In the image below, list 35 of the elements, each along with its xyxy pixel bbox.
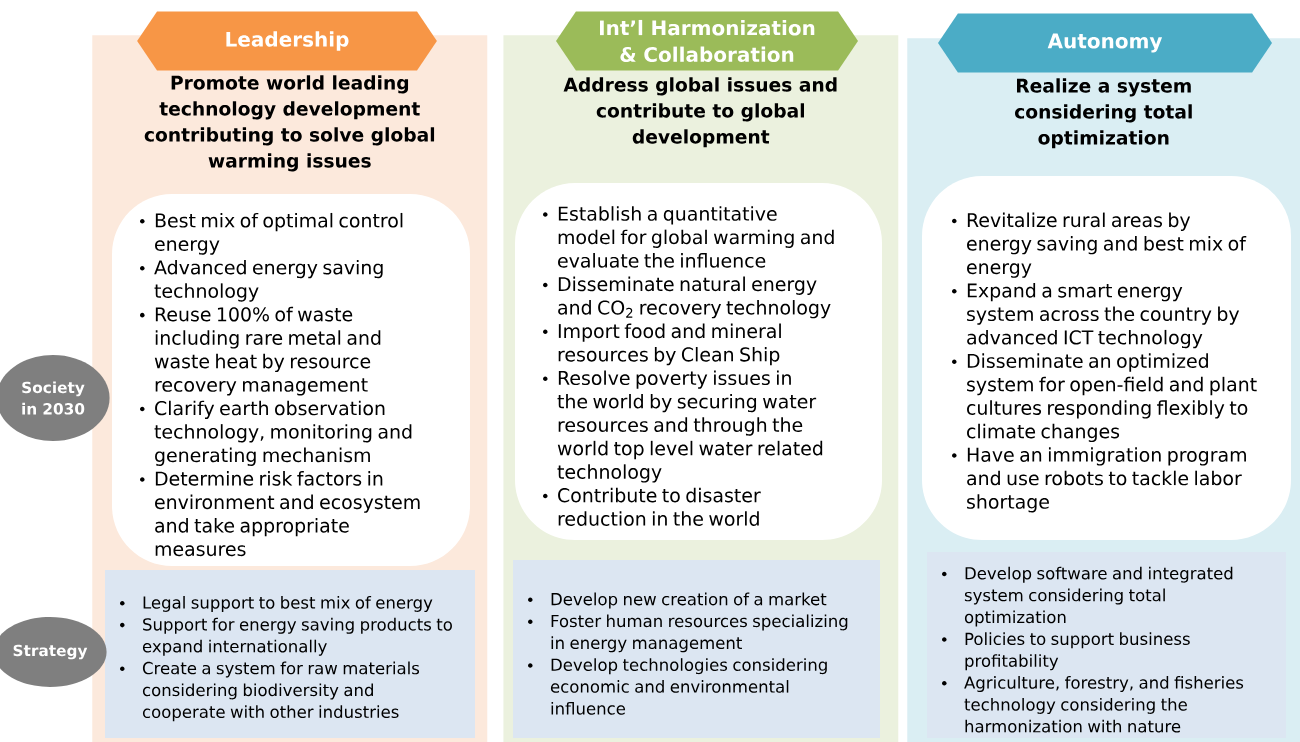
bullet-item: Support for energy saving products to expand internationally [120, 617, 452, 656]
rounded-box [922, 176, 1291, 540]
bullet-item: Best mix of optimal control energy [140, 212, 403, 255]
bullet-item: Clarify earth observation technology, monitoring and generating mechanism [140, 400, 412, 466]
hexagon-banner: Leadership [137, 11, 437, 71]
heading: Address global issues and contribute to global development [563, 77, 837, 148]
bullet-item: Advanced energy saving technology [140, 259, 383, 302]
bullet-item: Expand a smart energy system across the country by advanced ICT technology [952, 282, 1240, 349]
bullet-item: Develop software and integrated system considering total optimization [942, 566, 1233, 627]
bullet-item: Have an immigration program and use robots to tackle labor shortage [952, 447, 1246, 513]
bullet-item: Agriculture, forestry, and fisheries technology considering the harmonization with nature [942, 676, 1244, 733]
bullet-item: Revitalize rural areas by energy saving and best mix of energy [952, 212, 1247, 278]
bullet-item: Reuse 100% of waste including rare metal and waste heat by resource recovery management [140, 306, 381, 396]
bullet-item: Contribute to disaster reduction in the world [543, 487, 761, 526]
hexagon-banner: Int’l Harmonization & Collaboration [556, 11, 858, 71]
bullet-item: Determine risk factors in environment and ecosystem and take appropriate measures [140, 471, 420, 557]
bullet-item: Establish a quantitative model for global warming and evaluate the influence [543, 206, 834, 268]
hexagon-banner: Autonomy [938, 13, 1272, 73]
rounded-box [112, 194, 470, 566]
bullet-item: Legal support to best mix of energy [120, 595, 433, 612]
bullet-item: Policies to support business profitability [942, 632, 1190, 671]
rounded-box [515, 183, 882, 540]
bullet-item: Develop new creation of a market [528, 592, 827, 609]
heading: Promote world leading technology development contributing to solve global warming issues [144, 75, 435, 172]
bullet-item: Develop technologies considering economic and environmental influence [528, 658, 827, 715]
bullet-item: Create a system for raw materials considering biodiversity and cooperate with other industries [120, 661, 420, 722]
bullet-item: Foster human resources specializing in energy management [528, 614, 848, 653]
bullet-item: Disseminate natural energy and CO$_{2}$ recovery technology [543, 276, 831, 319]
heading: Realize a system considering total optimization [1015, 78, 1192, 149]
strategy-box [513, 560, 880, 738]
bullet-item: Import food and mineral resources by Clean Ship [543, 323, 781, 366]
strategy-box [927, 552, 1286, 738]
bullet-item: Disseminate an optimized system for open-field and plant cultures responding flexibly to climate changes [952, 353, 1257, 443]
strategy-box [105, 570, 475, 738]
bullet-item: Resolve poverty issues in the world by securing water resources and through the world top level water related technology [543, 370, 823, 483]
